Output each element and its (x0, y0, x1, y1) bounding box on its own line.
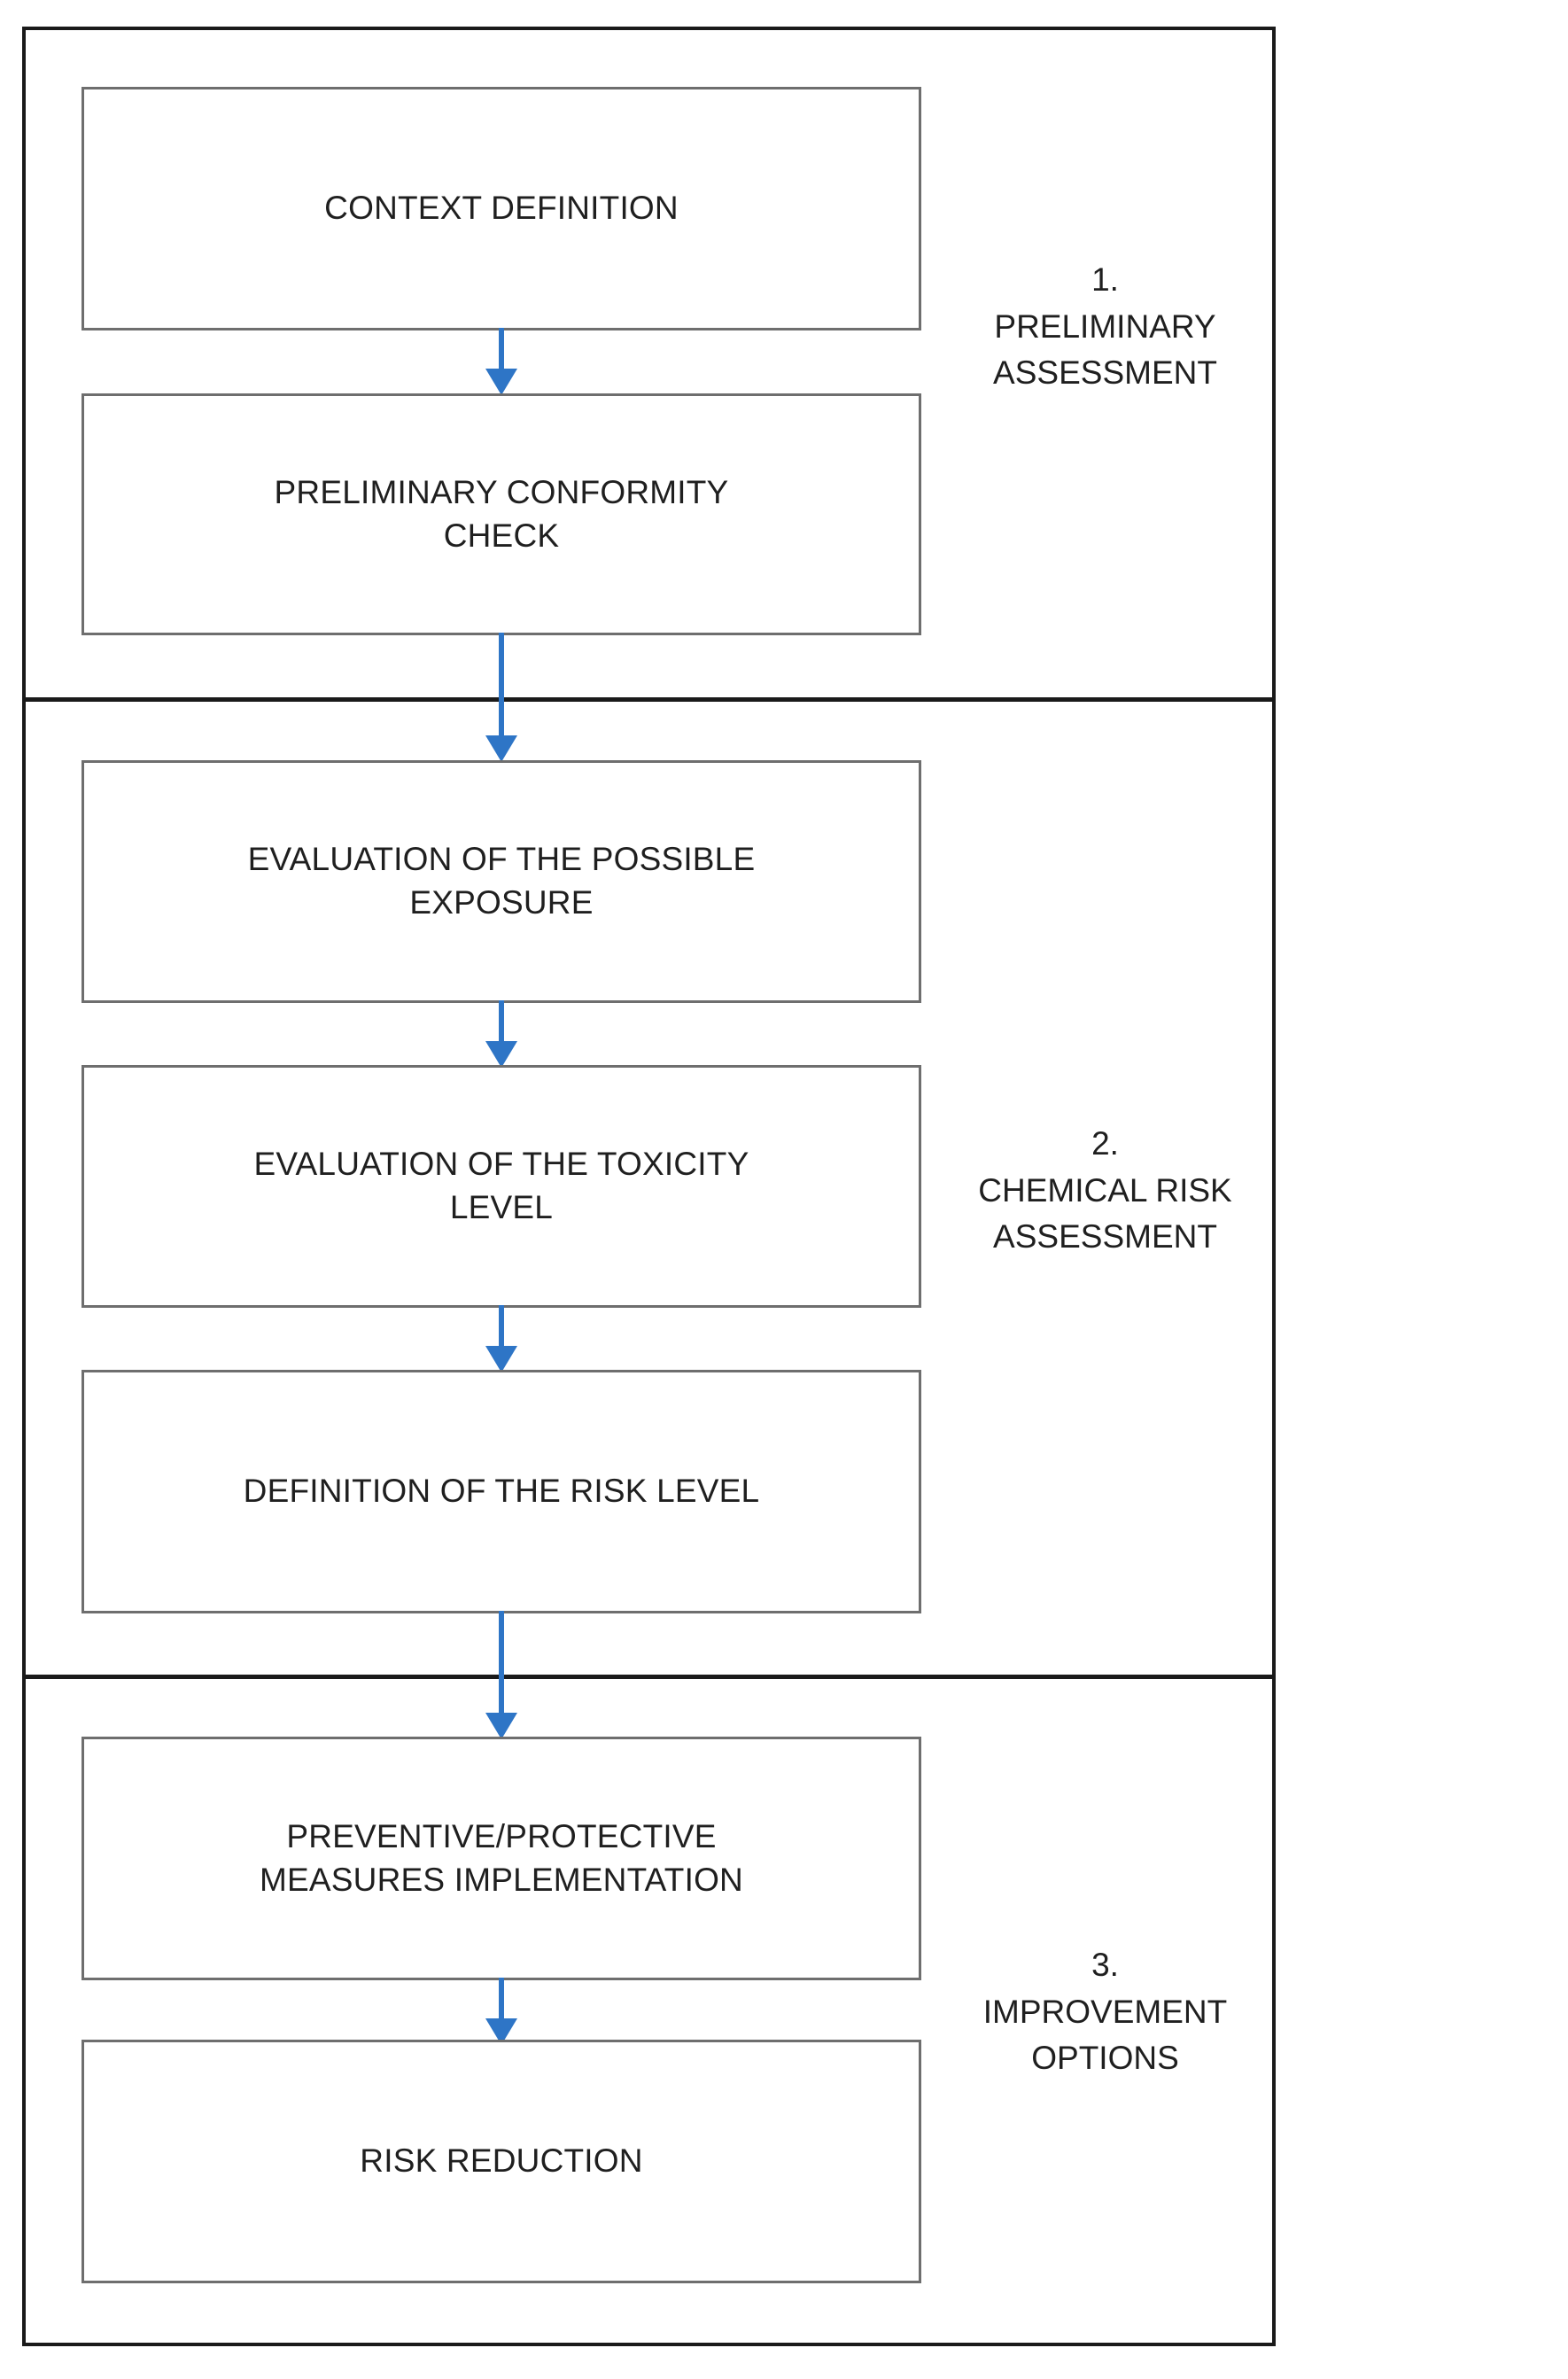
stage-caption-preliminary-assessment: 1. PRELIMINARY ASSESSMENT (993, 261, 1217, 392)
process-box-preventive-protective-measures[interactable]: PREVENTIVE/PROTECTIVE MEASURES IMPLEMENT… (82, 1737, 921, 1980)
process-box-label: EVALUATION OF THE TOXICITY LEVEL (253, 1146, 749, 1225)
connector-arrow-2 (485, 633, 517, 764)
process-box-preliminary-conformity-check[interactable]: PRELIMINARY CONFORMITY CHECK (82, 393, 921, 635)
process-box-label: EVALUATION OF THE POSSIBLE EXPOSURE (247, 841, 756, 921)
connector-arrow-1 (485, 328, 517, 397)
process-box-label: PREVENTIVE/PROTECTIVE MEASURES IMPLEMENT… (260, 1817, 743, 1898)
connector-shaft (499, 1978, 504, 2020)
stage-divider-1-2 (22, 697, 1276, 702)
connector-arrow-3 (485, 1000, 517, 1069)
stage-caption-improvement-options: 3. IMPROVEMENT OPTIONS (982, 1947, 1228, 2077)
connector-shaft (499, 1611, 504, 1714)
arrow-head-down-icon (485, 1713, 517, 1739)
process-box-label: DEFINITION OF THE RISK LEVEL (243, 1473, 760, 1510)
connector-arrow-4 (485, 1305, 517, 1374)
connector-shaft (499, 1305, 504, 1348)
process-box-label: PRELIMINARY CONFORMITY CHECK (274, 473, 729, 554)
process-box-context-definition[interactable]: CONTEXT DEFINITION (82, 87, 921, 330)
process-box-label: CONTEXT DEFINITION (324, 190, 679, 227)
diagram-outer-frame (22, 27, 1276, 2346)
process-box-evaluation-toxicity-level[interactable]: EVALUATION OF THE TOXICITY LEVEL (82, 1065, 921, 1308)
arrow-head-down-icon (485, 369, 517, 395)
stage-caption-chemical-risk-assessment: 2. CHEMICAL RISK ASSESSMENT (978, 1125, 1232, 1256)
connector-arrow-5 (485, 1611, 517, 1741)
process-box-risk-reduction[interactable]: RISK REDUCTION (82, 2040, 921, 2283)
process-box-definition-risk-level[interactable]: DEFINITION OF THE RISK LEVEL (82, 1370, 921, 1613)
arrow-head-down-icon (485, 1041, 517, 1068)
connector-shaft (499, 328, 504, 370)
connector-shaft (499, 633, 504, 737)
arrow-head-down-icon (485, 1346, 517, 1372)
process-box-evaluation-possible-exposure[interactable]: EVALUATION OF THE POSSIBLE EXPOSURE (82, 760, 921, 1003)
process-box-label: RISK REDUCTION (360, 2142, 643, 2180)
connector-arrow-6 (485, 1978, 517, 2047)
connector-shaft (499, 1000, 504, 1043)
arrow-head-down-icon (485, 735, 517, 762)
stage-divider-2-3 (22, 1675, 1276, 1679)
